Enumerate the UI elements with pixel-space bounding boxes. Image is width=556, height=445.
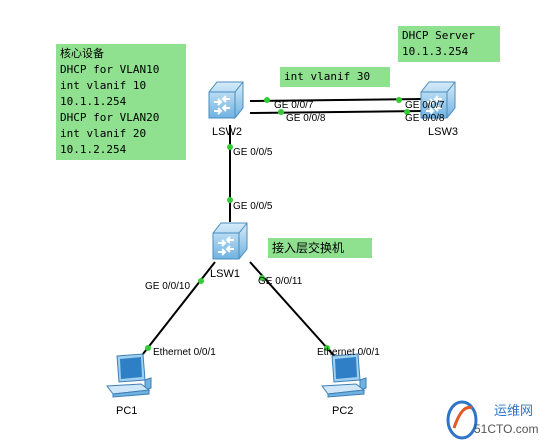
port-dot-lsw3-ge008: [404, 109, 410, 115]
switch-icon: [420, 81, 456, 119]
lsw3-device[interactable]: [417, 78, 459, 125]
vlanif30-note: int vlanif 30: [280, 67, 390, 87]
dhcp-server-line-1: DHCP Server: [402, 29, 475, 42]
port-label-lsw1-ge0011: GE 0/0/11: [258, 276, 303, 287]
dhcp-server-line-2: 10.1.3.254: [402, 45, 469, 58]
lsw2-label: LSW2: [212, 126, 242, 138]
port-dot-lsw2-ge005: [227, 144, 233, 150]
pc2-device[interactable]: [318, 352, 370, 403]
watermark-cn-text: 运维网: [494, 404, 534, 419]
port-label-pc2-eth: Ethernet 0/0/1: [317, 347, 380, 358]
port-label-lsw1-ge0010: GE 0/0/10: [145, 281, 191, 292]
pc2-label: PC2: [332, 405, 354, 417]
core-note-line-1: 核心设备: [60, 47, 104, 60]
port-label-lsw1-ge005: GE 0/0/5: [233, 201, 273, 212]
switch-icon: [208, 81, 244, 119]
watermark-logo-icon: [446, 400, 478, 440]
port-dot-lsw1-ge005: [227, 197, 233, 203]
port-label-lsw2-ge008: GE 0/0/8: [286, 113, 326, 124]
port-label-pc1-eth: Ethernet 0/0/1: [153, 347, 216, 358]
link-lsw1-pc2: [249, 261, 346, 369]
port-dot-pc2-eth: [324, 345, 330, 351]
port-dot-lsw1-ge0011: [259, 275, 265, 281]
pc-icon: [321, 353, 367, 398]
dhcp-server-note: DHCP Server 10.1.3.254: [398, 26, 500, 62]
port-label-lsw3-ge008: GE 0/0/8: [405, 113, 445, 124]
port-dot-lsw1-ge0010: [198, 278, 204, 284]
watermark-en-text: 51CTO.com: [474, 422, 539, 436]
vlanif30-label: int vlanif 30: [284, 70, 371, 83]
access-switch-label: 接入层交换机: [272, 241, 345, 255]
pc1-device[interactable]: [103, 352, 155, 403]
port-label-lsw2-ge007: GE 0/0/7: [274, 100, 314, 111]
lsw3-label: LSW3: [428, 126, 458, 138]
port-label-lsw3-ge007: GE 0/0/7: [405, 100, 445, 111]
core-device-note: 核心设备 DHCP for VLAN10 int vlanif 10 10.1.…: [56, 44, 186, 160]
port-dot-lsw2-ge007: [264, 97, 270, 103]
watermark: 运维网 51CTO.com: [444, 398, 554, 442]
lsw2-device[interactable]: [205, 78, 247, 125]
core-note-line-7: 10.1.2.254: [60, 143, 127, 156]
link-lsw2-lsw3-ge008: [249, 110, 424, 114]
lsw1-device[interactable]: [209, 219, 251, 266]
access-switch-note: 接入层交换机: [268, 238, 372, 258]
port-dot-lsw2-ge008: [278, 109, 284, 115]
port-dot-lsw3-ge007: [396, 97, 402, 103]
port-dot-pc1-eth: [145, 345, 151, 351]
pc-icon: [106, 353, 152, 398]
core-note-line-5: DHCP for VLAN20: [60, 111, 160, 124]
core-note-line-2: DHCP for VLAN10: [60, 63, 160, 76]
core-note-line-4: 10.1.1.254: [60, 95, 127, 108]
lsw1-label: LSW1: [210, 268, 240, 280]
core-note-line-6: int vlanif 20: [60, 127, 147, 140]
switch-icon: [212, 222, 248, 260]
port-label-lsw2-ge005: GE 0/0/5: [233, 147, 273, 158]
pc1-label: PC1: [116, 405, 138, 417]
link-lsw2-lsw3-ge007: [249, 98, 424, 102]
core-note-line-3: int vlanif 10: [60, 79, 147, 92]
